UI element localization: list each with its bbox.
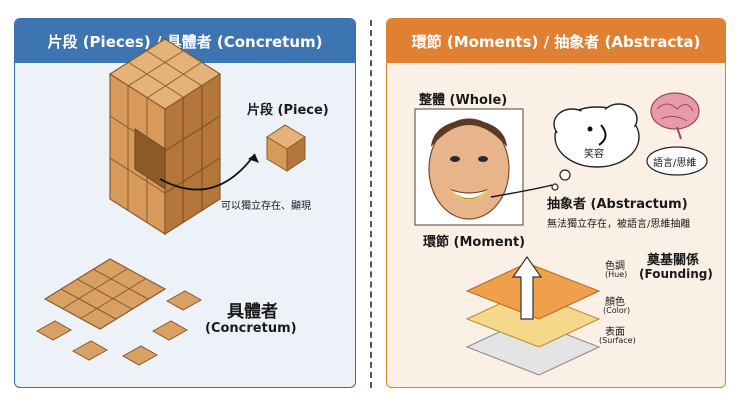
moments-illustration [414,92,708,376]
thought-cloud-icon [551,103,640,191]
language-label: 語言/思維 [653,158,697,169]
layer-stack-icon [465,255,601,376]
brain-icon [650,92,700,140]
smile-label: 笑容 [584,149,604,160]
pieces-illustration [35,38,306,366]
piece-label: 片段 (Piece) [247,103,329,118]
concretum-label-en: (Concretum) [205,321,297,336]
pieces-panel: 片段 (Pieces) / 具體者 (Concretum) [14,18,356,388]
panel-divider [370,20,372,388]
layer-color-label: 顏色 [605,297,625,308]
moments-panel: 環節 (Moments) / 抽象者 (Abstracta) [386,18,726,388]
layer-surface-label: 表面 [605,327,625,338]
moments-panel-title: 環節 (Moments) / 抽象者 (Abstracta) [387,19,725,63]
face-icon [414,108,524,226]
moment-label: 環節 (Moment) [423,235,526,250]
arrow-icon [159,153,256,191]
flat-puzzle-icon [35,258,203,366]
founding-label-en: (Founding) [639,267,713,281]
puzzle-cube-icon [108,38,222,236]
layer-hue-sublabel: (Hue) [605,270,628,279]
abstractum-label: 抽象者 (Abstractum) [547,197,688,212]
concretum-label-cn: 具體者 [227,302,278,322]
connector-line [490,184,553,198]
layer-surface-sublabel: (Surface) [599,336,636,345]
piece-cube-icon [266,124,306,172]
arrow-caption: 可以獨立存在、顯現 [221,201,311,212]
layer-color-sublabel: (Color) [603,306,631,315]
layer-hue-label: 色調 [605,261,625,272]
up-arrow-icon [511,255,543,320]
whole-label: 整體 (Whole) [419,93,508,108]
speech-bubble-icon [646,146,708,176]
founding-label-cn: 奠基關係 [647,253,700,268]
abstractum-description: 無法獨立存在，被語言/思維抽離 [547,219,691,230]
